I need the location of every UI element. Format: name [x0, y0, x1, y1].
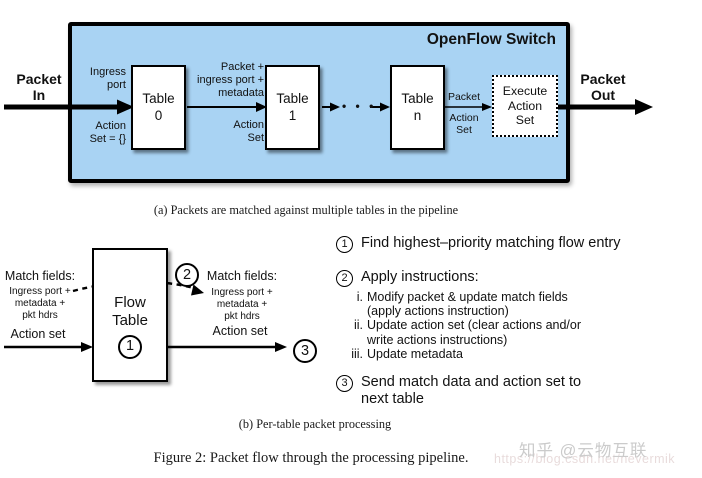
table-0-box: Table 0 — [131, 65, 186, 150]
packet-out-arrowhead — [635, 99, 653, 115]
pipeline-ellipsis: • • • — [342, 99, 377, 113]
packet-metadata-label: Packet + ingress port + metadata — [197, 61, 264, 99]
step-2-sublist: i. Modify packet & update match fields (… — [340, 290, 581, 361]
match-fields-left-detail: Ingress port + metadata + pkt hdrs — [9, 286, 71, 321]
figure-caption: Figure 2: Packet flow through the proces… — [153, 450, 469, 466]
match-fields-dashed-arrowhead — [191, 284, 204, 296]
zhihu-watermark: 知乎 @云物互联 — [519, 442, 648, 460]
step-3-circle-marker: 3 — [336, 375, 353, 392]
action-set-left-label: Action set — [10, 327, 66, 341]
action-set-n-label: Action Set — [449, 112, 479, 136]
circled-3-marker: 3 — [293, 339, 317, 363]
circled-1-marker: 1 — [118, 335, 142, 359]
step-3: 3 Send match data and action set to next… — [336, 374, 581, 407]
packet-out-line1: Packet — [580, 71, 626, 87]
packet-n-label: Packet — [447, 91, 481, 103]
table-1-box: Table 1 — [265, 65, 320, 150]
openflow-switch-title: OpenFlow Switch — [426, 31, 556, 48]
action-set-right-label: Action set — [212, 324, 268, 338]
match-fields-left-label: Match fields: — [4, 269, 76, 283]
action-set-initial-label: Action Set = {} — [89, 120, 126, 145]
table-n-box: Table n — [390, 65, 445, 150]
action-set-mid-label: Action Set — [233, 119, 264, 144]
execute-action-set-box: Execute Action Set — [492, 75, 558, 137]
packet-in-line1: Packet — [16, 71, 62, 87]
sub-item-ii: ii. Update action set (clear actions and… — [353, 318, 582, 347]
step-2: 2 Apply instructions: — [336, 269, 479, 287]
packet-out-line2: Out — [590, 86, 616, 103]
step-2-circle-marker: 2 — [336, 270, 353, 287]
step-1-text: Find highest–priority matching flow entr… — [361, 235, 621, 251]
match-fields-right-label: Match fields: — [206, 269, 278, 283]
packet-out-label: Packet Out — [572, 71, 634, 103]
step-1-circle-marker: 1 — [336, 236, 353, 253]
flow-table-box: Flow Table 1 — [92, 248, 168, 382]
sub-item-i: i. Modify packet & update match fields (… — [356, 290, 568, 319]
packet-in-label: Packet In — [8, 71, 70, 103]
caption-a: (a) Packets are matched against multiple… — [153, 203, 459, 217]
step-2-heading: Apply instructions: — [361, 269, 479, 285]
csdn-watermark: https://blog.csdn.net/nevermik — [494, 452, 676, 466]
packet-in-line2: In — [32, 86, 46, 103]
sub-item-iii: iii. Update metadata — [351, 346, 463, 361]
ingress-port-label: Ingress port — [89, 66, 126, 91]
flowtable-out-arrowhead — [275, 342, 287, 352]
caption-b: (b) Per-table packet processing — [238, 417, 392, 431]
step-1: 1 Find highest–priority matching flow en… — [336, 235, 621, 253]
match-fields-right-detail: Ingress port + metadata + pkt hdrs — [211, 287, 273, 322]
circled-2-marker: 2 — [175, 263, 199, 287]
